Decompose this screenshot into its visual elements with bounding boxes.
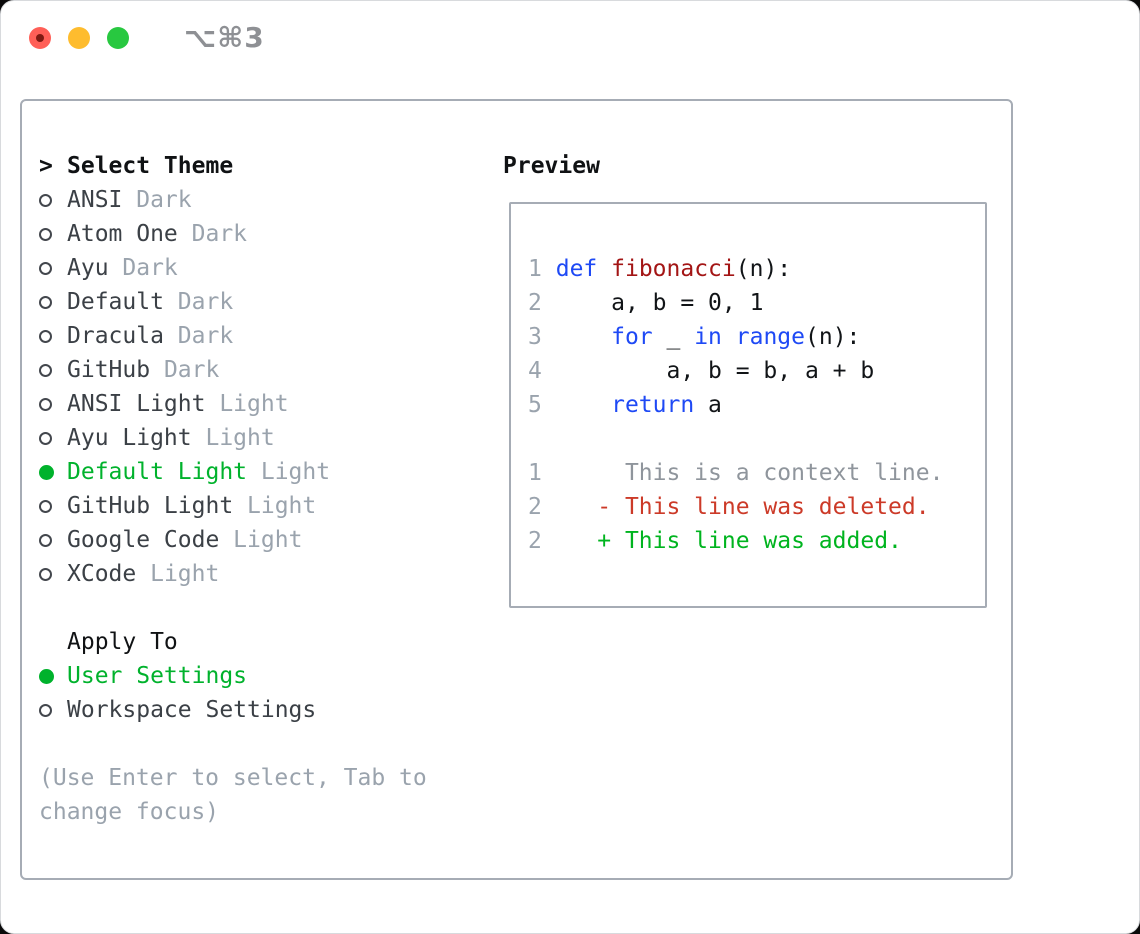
radio-unselected-icon [39,193,52,207]
option-variant-label: Dark [122,187,192,213]
cursor-caret: > [39,153,53,179]
apply-to-header-row: Apply To [39,625,489,659]
zoom-button[interactable] [107,27,129,49]
option-label: Ayu [67,255,109,281]
theme-option[interactable]: GitHub Light Light [39,489,489,523]
preview-title: Preview [503,153,600,179]
theme-option[interactable]: Google Code Light [39,523,489,557]
option-variant-label: Light [219,527,303,553]
theme-option[interactable]: XCode Light [39,557,489,591]
option-label: Default Light [67,459,248,485]
radio-unselected-icon [39,363,52,377]
apply-to-option[interactable]: Workspace Settings [39,693,489,727]
radio-unselected-icon [39,227,52,241]
option-label: Ayu Light [67,425,192,451]
option-variant-label: Light [247,459,331,485]
spacer [39,727,489,761]
theme-option[interactable]: Default Light Light [39,455,489,489]
option-label: ANSI Light [67,391,206,417]
option-label: GitHub [67,357,151,383]
theme-option[interactable]: Ayu Light Light [39,421,489,455]
option-variant-label: Dark [150,357,220,383]
apply-to-option[interactable]: User Settings [39,659,489,693]
radio-selected-icon [39,464,54,480]
code-preview-box: 1 def fibonacci(n): 2 a, b = 0, 1 3 for … [509,202,987,608]
option-variant-label: Dark [163,289,234,315]
option-variant-label: Dark [177,221,248,247]
theme-option[interactable]: Ayu Dark [39,251,489,285]
option-label: Google Code [67,527,220,553]
radio-unselected-icon [39,261,52,275]
theme-option[interactable]: Dracula Dark [39,319,489,353]
help-text-line-1: (Use Enter to select, Tab to [39,765,427,791]
option-label: Workspace Settings [67,697,317,723]
option-variant-label: Light [136,561,220,587]
theme-option[interactable]: ANSI Light Light [39,387,489,421]
radio-unselected-icon [39,533,52,547]
apply-to-title: Apply To [67,629,178,655]
radio-unselected-icon [39,431,52,445]
option-variant-label: Dark [108,255,178,281]
option-label: Atom One [67,221,178,247]
minimize-button[interactable] [68,27,90,49]
option-label: Dracula [67,323,164,349]
option-label: GitHub Light [67,493,234,519]
window-title: ⌥⌘3 [184,21,265,54]
option-label: Default [67,289,164,315]
theme-list-title: Select Theme [67,153,234,179]
radio-unselected-icon [39,397,52,411]
option-variant-label: Light [205,391,289,417]
option-variant-label: Light [233,493,317,519]
close-button[interactable] [29,27,51,49]
radio-unselected-icon [39,295,52,309]
theme-option[interactable]: Atom One Dark [39,217,489,251]
radio-unselected-icon [39,329,52,343]
option-variant-label: Dark [163,323,234,349]
spacer [39,591,489,625]
option-variant-label: Light [191,425,275,451]
titlebar: ⌥⌘3 [29,21,265,54]
option-label: XCode [67,561,137,587]
theme-option[interactable]: GitHub Dark [39,353,489,387]
radio-unselected-icon [39,567,52,581]
radio-selected-icon [39,668,54,684]
radio-unselected-icon [39,703,52,717]
help-text-line-2: change focus) [39,799,220,825]
close-button-dot-icon [36,34,44,42]
option-label: ANSI [67,187,123,213]
select-theme-header-row: > Select Theme [39,149,489,183]
radio-unselected-icon [39,499,52,513]
theme-option[interactable]: Default Dark [39,285,489,319]
option-label: User Settings [67,663,248,689]
code-preview: 1 def fibonacci(n): 2 a, b = 0, 1 3 for … [528,256,944,554]
theme-option[interactable]: ANSI Dark [39,183,489,217]
